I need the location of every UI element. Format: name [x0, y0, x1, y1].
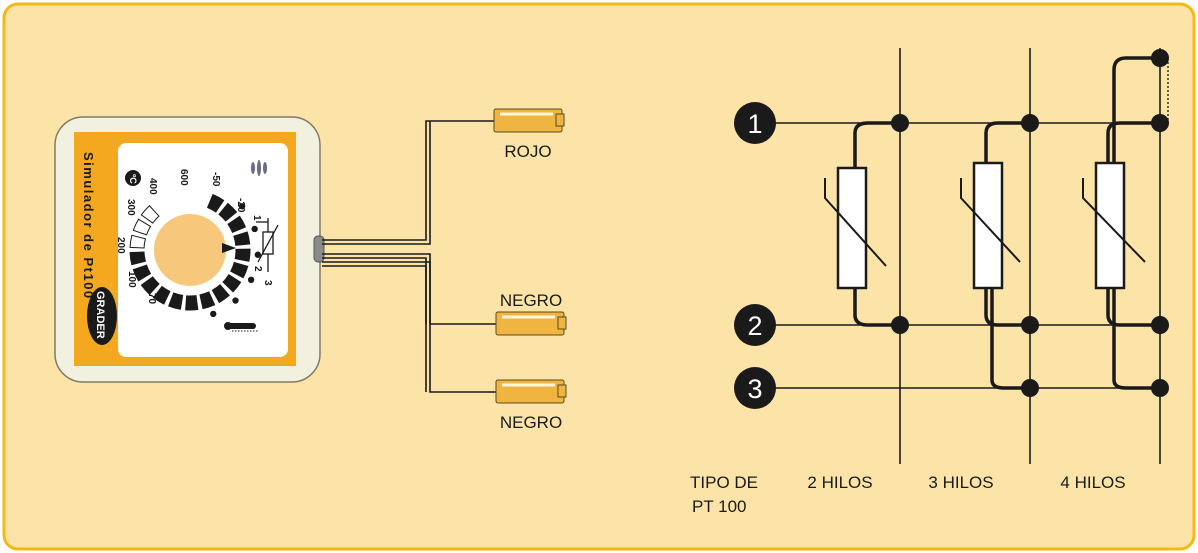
connector-label-black-1: NEGRO: [500, 291, 562, 310]
cable-gland: [313, 235, 325, 263]
scale-label-100: 100: [126, 271, 137, 288]
dial-segment: [211, 284, 230, 304]
dial-segment: [222, 274, 242, 293]
connector-black-2: NEGRO: [495, 379, 567, 432]
scheme-3-wire: [960, 114, 1039, 397]
dial-segment: [129, 234, 147, 249]
column-label-2-wire: 2 HILOS: [807, 473, 872, 492]
signal-icon: [251, 160, 267, 176]
column-label-3-wire: 3 HILOS: [928, 473, 993, 492]
column-label-4-wire: 4 HILOS: [1060, 473, 1125, 492]
dial-segment: [140, 205, 160, 224]
celsius-badge: [125, 170, 141, 186]
dial-dot: [247, 276, 255, 284]
type-label-line2: PT 100: [692, 497, 747, 516]
device-terminal-2: 2: [252, 266, 263, 272]
scale-label-600: 600: [178, 169, 189, 186]
svg-text:3: 3: [747, 374, 762, 404]
device-cables: [322, 120, 498, 393]
type-label-line1: TIPO DE: [690, 473, 758, 492]
dial-dot: [238, 203, 246, 210]
dial-segment: [132, 218, 152, 236]
scale-label-minus20: -20: [235, 198, 246, 213]
terminal-badge-1: 1: [734, 102, 776, 144]
dial-segment: [168, 292, 184, 310]
scale-label-200: 200: [115, 237, 126, 254]
scale-label-70: 70: [146, 293, 157, 305]
dial-segment: [140, 276, 160, 295]
unit-label: ºC: [128, 174, 138, 184]
dial-segment: [199, 291, 216, 310]
dial-knob[interactable]: [154, 214, 226, 286]
dial-pointer: [222, 243, 236, 253]
dial-scale-ring: [129, 193, 262, 318]
resistor-symbol: [256, 218, 279, 272]
dial-segment: [227, 215, 247, 234]
scheme-4-wire: [1082, 49, 1169, 397]
dial-segment: [233, 231, 251, 246]
connector-red: ROJO: [493, 108, 565, 161]
svg-text:1: 1: [747, 109, 762, 139]
dial-segment: [230, 261, 249, 279]
connector-black-1: NEGRO: [495, 291, 567, 336]
dial-segment: [185, 295, 199, 311]
device-terminal-3: 3: [262, 280, 273, 286]
device-terminal-1: 1: [251, 215, 262, 221]
connector-label-red: ROJO: [504, 142, 551, 161]
dial-segment: [152, 285, 171, 305]
scale-label-400: 400: [147, 178, 158, 195]
dial-dot: [232, 297, 239, 304]
grader-logo: GRADER: [87, 287, 117, 345]
dial-segment: [218, 202, 238, 222]
svg-text:2: 2: [747, 311, 762, 341]
terminal-badge-3: 3: [734, 367, 776, 409]
scale-label-minus50: -50: [210, 172, 221, 187]
dial-segment: [132, 264, 152, 282]
dial-dot: [254, 251, 262, 258]
scheme-2-wire: [824, 114, 909, 334]
connector-label-black-2: NEGRO: [500, 413, 562, 432]
terminal-badge-2: 2: [734, 304, 776, 346]
device-title: Simulador de Pt100: [81, 152, 96, 300]
dial-segment: [129, 251, 147, 266]
pt100-simulator-device: Simulador de Pt100 GRADER ºC 600 400 300…: [54, 116, 325, 383]
brand-label: GRADER: [94, 291, 106, 339]
dial-dot: [251, 225, 258, 233]
dial-segment: [206, 193, 225, 213]
scale-label-300: 300: [125, 199, 136, 216]
dial-segment: [234, 248, 251, 262]
thermometer-icon: [224, 322, 258, 332]
dial-dot: [210, 310, 217, 318]
